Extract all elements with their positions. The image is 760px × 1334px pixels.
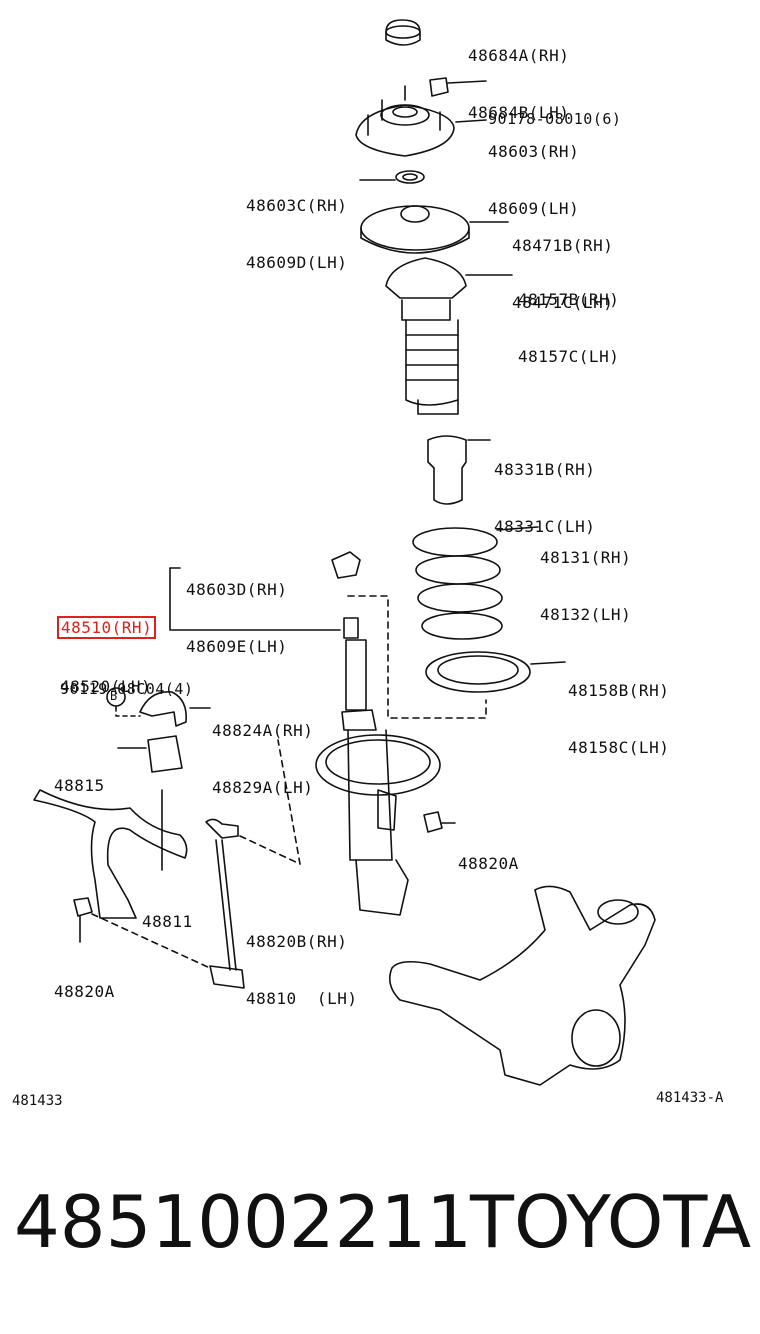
label-line: 48609D(LH) — [246, 253, 348, 272]
label-line: 48520(LH) — [60, 677, 152, 696]
label-line: 48824A(RH) — [212, 721, 314, 740]
label-line: 90178-08010(6) — [488, 110, 622, 128]
bushing-part — [117, 735, 183, 871]
label-48820a-right: 48820A — [458, 816, 519, 911]
label-48157: 48157B(RH) 48157C(LH) — [518, 252, 619, 404]
bump-stopper-part — [427, 435, 491, 505]
part-number: 4851002211 — [14, 1180, 473, 1264]
label-line: 48331B(RH) — [494, 460, 596, 479]
figure-ref-right: 481433-A — [656, 1090, 724, 1106]
lower-insulator-part — [425, 651, 566, 693]
label-line: 90119-08C04(4) — [60, 680, 194, 698]
bracket-part — [106, 687, 211, 727]
label-line: 48132(LH) — [540, 605, 632, 624]
label-line: 48603(RH) — [488, 142, 580, 161]
label-90178: 90178-08010(6) — [488, 72, 621, 167]
label-48815: 48815 — [54, 738, 105, 833]
label-48331: 48331B(RH) 48331C(LH) — [494, 422, 595, 574]
label-48820b: 48820B(RH) 48810 (LH) — [246, 894, 357, 1046]
figure-ref-left: 481433 — [12, 1093, 63, 1109]
shock-absorber-part — [169, 551, 487, 916]
label-line: 48684A(RH) — [468, 46, 570, 65]
label-line: 48158B(RH) — [568, 681, 670, 700]
nut-part-left — [73, 897, 211, 969]
label-line: 48609(LH) — [488, 199, 580, 218]
label-48820a-left: 48820A — [54, 944, 115, 1039]
label-48131: 48131(RH) 48132(LH) — [540, 510, 631, 662]
label-line: 48820B(RH) — [246, 932, 348, 951]
dust-boot-part — [385, 257, 513, 415]
label-line: 48331C(LH) — [494, 517, 596, 536]
label-48510-shock-absorber: 48510(RH) 48520(LH) — [57, 578, 157, 734]
label-line: 48811 — [142, 912, 193, 931]
label-line: 48157B(RH) — [518, 290, 620, 309]
label-line: 48609E(LH) — [186, 637, 288, 656]
coil-spring-part — [412, 526, 539, 640]
label-90119: 90119-08C04(4) — [60, 642, 193, 737]
label-line: 48158C(LH) — [568, 738, 670, 757]
label-line: 48820A — [458, 854, 519, 873]
label-line: 48471B(RH) — [512, 236, 614, 255]
strut-mount-part — [355, 85, 487, 157]
highlighted-part-number: 48510(RH) — [57, 616, 157, 639]
exploded-parts-diagram: 48684A(RH) 48684B(LH) 90178-08010(6) 486… — [12, 8, 724, 1109]
dust-cap-part — [385, 19, 421, 46]
label-line: 48820A — [54, 982, 115, 1001]
stabilizer-link-part — [205, 739, 301, 989]
parts-drawing — [33, 19, 656, 1086]
label-line: 48815 — [54, 776, 105, 795]
label-line: 48603C(RH) — [246, 196, 348, 215]
circle-marker-label: B — [110, 689, 118, 703]
label-line: 48829A(LH) — [212, 778, 314, 797]
brand-name: TOYOTA — [470, 1180, 752, 1264]
footer: 4851002211 TOYOTA — [0, 1180, 760, 1290]
steering-knuckle-part — [389, 885, 656, 1086]
label-line: 48471C(LH) — [512, 293, 614, 312]
label-line: 48684B(LH) — [468, 103, 570, 122]
nut-part — [429, 77, 487, 97]
label-48811: 48811 — [142, 874, 193, 969]
label-line: 48810 (LH) — [246, 989, 358, 1008]
label-48603: 48603(RH) 48609(LH) — [488, 104, 579, 256]
label-line: 48603D(RH) — [186, 580, 288, 599]
label-48603c: 48603C(RH) 48609D(LH) — [246, 158, 347, 310]
label-48603d: 48603D(RH) 48609E(LH) — [186, 542, 287, 694]
label-48471: 48471B(RH) 48471C(LH) — [512, 198, 613, 350]
stabilizer-bar-part — [33, 789, 188, 919]
label-48158: 48158B(RH) 48158C(LH) — [568, 643, 669, 795]
label-line: 48157C(LH) — [518, 347, 620, 366]
upper-spring-seat-part — [360, 205, 509, 254]
label-48824: 48824A(RH) 48829A(LH) — [212, 683, 313, 835]
bearing-part — [359, 170, 425, 184]
label-48684: 48684A(RH) 48684B(LH) — [468, 8, 569, 160]
label-line: 48131(RH) — [540, 548, 632, 567]
